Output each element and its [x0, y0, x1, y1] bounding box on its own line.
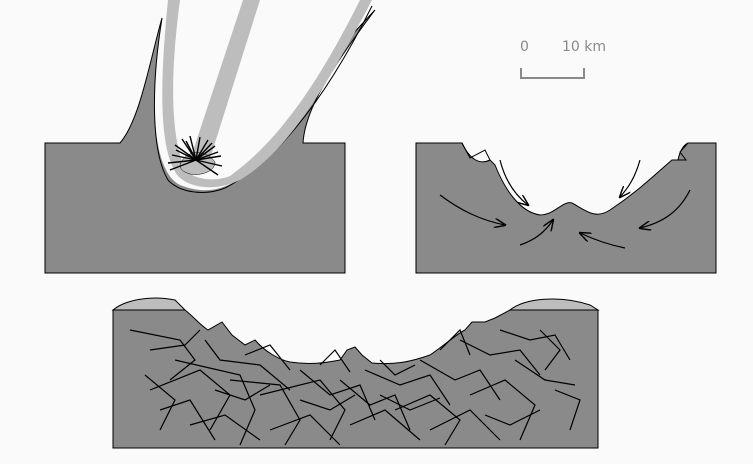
scale-end-label: 10 km [562, 39, 606, 55]
scale-start-label: 0 [520, 39, 529, 55]
ejecta-blanket-left [113, 298, 185, 310]
final-crater-panel [113, 298, 598, 448]
excavation-stage-panel [45, 0, 375, 273]
modification-stage-panel [416, 143, 716, 273]
scale-bar: 0 10 km [520, 39, 606, 78]
scale-line [521, 68, 584, 78]
ejecta-blanket-right [510, 299, 598, 310]
